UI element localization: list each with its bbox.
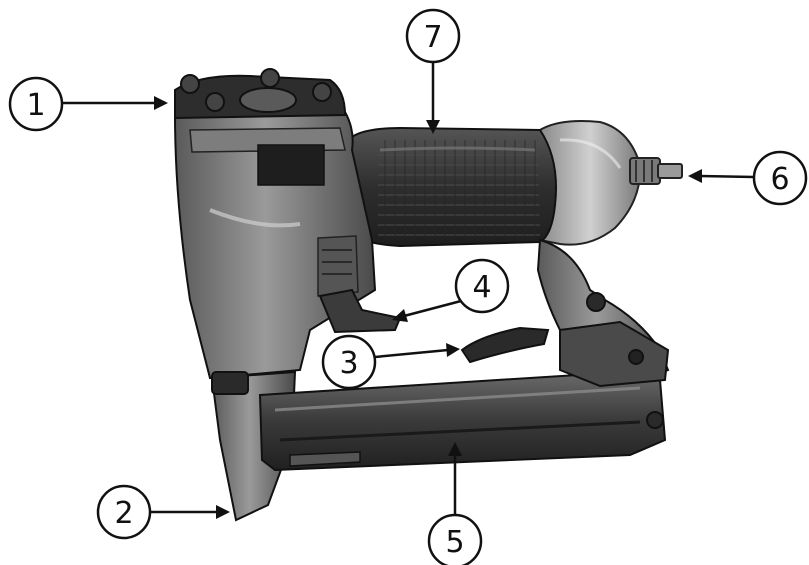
callout-7: 7	[405, 8, 461, 134]
callout-3-arrowhead	[446, 343, 460, 357]
callout-5: 5	[427, 442, 483, 565]
pneumatic-stapler	[173, 68, 683, 522]
magazine-latch	[559, 320, 670, 388]
handle-grip	[346, 126, 557, 248]
callout-5-arrowhead	[448, 442, 462, 456]
top-cap	[174, 68, 347, 120]
callout-2: 2	[96, 484, 230, 540]
callout-3: 3	[321, 334, 460, 390]
callout-7-arrowhead	[426, 120, 440, 134]
callout-1: 1	[8, 76, 168, 132]
callout-4-leader	[403, 299, 462, 318]
callout-4-arrowhead	[392, 309, 408, 322]
callout-4-label: 4	[472, 270, 491, 305]
callout-6-arrowhead	[688, 169, 702, 183]
callout-1-arrowhead	[154, 96, 168, 110]
callout-3-leader	[374, 348, 449, 359]
callout-1-label: 1	[26, 88, 45, 123]
magazine	[258, 370, 667, 472]
callout-6-leader	[699, 174, 755, 179]
callout-4: 4	[392, 258, 510, 322]
trigger	[460, 326, 550, 364]
callout-2-arrowhead	[216, 505, 230, 519]
air-inlet-fitting	[629, 157, 683, 185]
callout-6: 6	[688, 150, 808, 206]
callout-7-label: 7	[423, 20, 442, 55]
tool-head	[173, 110, 377, 380]
callout-3-label: 3	[339, 346, 358, 381]
callout-6-label: 6	[770, 162, 789, 197]
callout-2-label: 2	[114, 496, 133, 531]
callout-5-label: 5	[445, 525, 464, 560]
